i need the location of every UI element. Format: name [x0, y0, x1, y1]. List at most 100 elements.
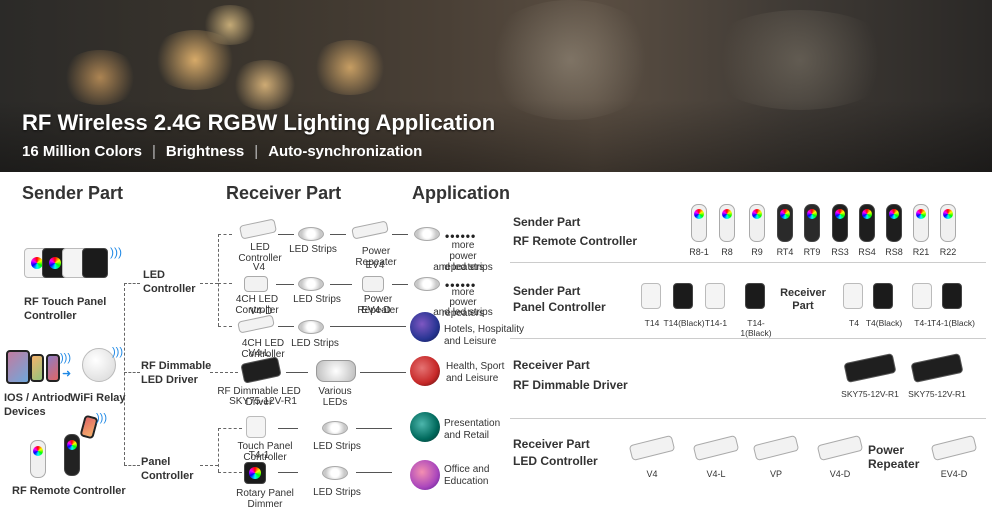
- connector-line: [124, 283, 125, 465]
- remote-model-label: R8-1: [689, 247, 709, 257]
- led-controller-item: [628, 434, 676, 462]
- row1-title: RF Remote Controller: [513, 234, 638, 248]
- connector-line: [218, 472, 242, 473]
- divider: [510, 262, 986, 263]
- ev4-label: EV4: [365, 260, 385, 271]
- more-label: power repeaters: [441, 251, 485, 273]
- led-controller-item: [930, 434, 978, 462]
- connector-line: [330, 234, 346, 235]
- row3-part-label: Receiver Part: [513, 358, 590, 372]
- wireless-signal-icon: ))): [110, 245, 122, 259]
- connector-line: [278, 326, 294, 327]
- connector-line: [218, 283, 232, 284]
- connector-line: [218, 326, 232, 327]
- presentation-scene-image: [410, 412, 440, 442]
- t41-label: T4-1: [248, 450, 270, 461]
- group-led-controller: LED Controller: [143, 269, 196, 295]
- sky-model-label: SKY75-12V-R1: [229, 396, 297, 407]
- led-controller-label: LED Controller: [238, 242, 282, 264]
- connector-line: [124, 465, 140, 466]
- window-light: [480, 0, 660, 120]
- row4-part-label: Receiver Part: [513, 437, 590, 451]
- header-banner: RF Wireless 2.4G RGBW Lighting Applicati…: [0, 0, 992, 172]
- connector-line: [210, 372, 238, 373]
- controller-model-label: V4-D: [829, 469, 851, 479]
- panel-controller-item: [673, 283, 693, 309]
- lamp-glow: [60, 50, 140, 105]
- connector-line: [330, 284, 352, 285]
- feature-brightness: Brightness: [165, 143, 245, 160]
- tablet-device: [6, 350, 30, 384]
- arrow-icon: ➜: [62, 368, 72, 380]
- connector-line: [218, 428, 242, 429]
- connector-line: [286, 372, 308, 373]
- wireless-signal-icon: ))): [60, 352, 71, 364]
- panel-model-label: T4(Black): [865, 318, 903, 328]
- led-strip-icon: [298, 320, 324, 334]
- panel-controller-item: [942, 283, 962, 309]
- color-wheel-icon: [916, 209, 926, 219]
- panel-model-label: T4: [849, 318, 859, 328]
- color-wheel-icon: [67, 440, 77, 450]
- ev4d-label: EV4-D: [361, 305, 391, 316]
- phone-device: [46, 354, 60, 382]
- remote-model-label: R21: [912, 247, 930, 257]
- banner-features: 16 Million Colors | Brightness | Auto-sy…: [22, 143, 422, 160]
- connector-line: [218, 234, 232, 235]
- color-wheel-icon: [862, 209, 872, 219]
- led-controller-item: [816, 434, 864, 462]
- color-wheel-icon: [49, 257, 61, 269]
- dimmable-driver-item: [843, 353, 897, 383]
- connector-line: [200, 465, 218, 466]
- connector-line: [392, 234, 408, 235]
- connector-line: [392, 284, 408, 285]
- color-wheel-icon: [943, 209, 953, 219]
- led-strip-icon: [414, 227, 440, 241]
- remote-model-label: RT9: [803, 247, 821, 257]
- power-repeater-ev4: [351, 220, 389, 240]
- led-controller-item: [752, 434, 800, 462]
- panel-controller-item: [705, 283, 725, 309]
- touch-panel-controller-label: Touch Panel Controller: [237, 441, 293, 463]
- sender-part-heading: Sender Part: [22, 183, 124, 203]
- wireless-signal-icon: ))): [96, 412, 107, 424]
- remote-model-label: RT4: [776, 247, 794, 257]
- row2-part-label: Sender Part: [513, 284, 581, 298]
- led-strips-label: LED Strips: [289, 244, 337, 255]
- feature-sync: Auto-synchronization: [268, 143, 423, 160]
- remote-model-label: R22: [939, 247, 957, 257]
- lamp-glow: [200, 5, 260, 45]
- rf-dimmable-driver-device: [240, 356, 282, 384]
- led-strips-label: LED Strips: [313, 487, 361, 498]
- row2-title: Panel Controller: [513, 300, 606, 314]
- panel-controller-item: [745, 283, 765, 309]
- receiver-part-label: Receiver Part: [780, 287, 826, 313]
- power-repeater-heading: Power Repeater: [868, 443, 920, 472]
- more-dots: ••••••: [445, 278, 477, 292]
- rf-dimmable-driver-label: RF Dimmable LED Driver: [217, 386, 301, 408]
- hotels-label: Hotels, Hospitality and Leisure: [444, 324, 525, 347]
- banner-title: RF Wireless 2.4G RGBW Lighting Applicati…: [22, 110, 496, 135]
- wifi-relay-label: WiFi Relay: [70, 392, 126, 404]
- ios-android-label: IOS / Antriod Devices: [4, 392, 71, 418]
- v4-label: V4: [252, 262, 266, 273]
- color-wheel-icon: [694, 209, 704, 219]
- panel-model-label: T4-1(Black): [931, 318, 975, 328]
- 4ch-led-controller-v4d: [244, 276, 268, 292]
- presentation-label: Presentation and Retail: [444, 418, 501, 441]
- led-controller-item: [692, 434, 740, 462]
- feature-separator: |: [254, 143, 259, 160]
- color-wheel-icon: [33, 446, 43, 456]
- more-label: power repeaters: [441, 297, 485, 319]
- touch-panel-t41: [246, 416, 266, 438]
- panel-model-label: T4-1: [914, 318, 932, 328]
- panel-controller-item: [873, 283, 893, 309]
- various-leds-icon: [316, 360, 356, 382]
- 4ch-led-controller-label: 4CH LED Controller: [235, 294, 279, 316]
- connector-line: [218, 234, 219, 326]
- rf-remote-label: RF Remote Controller: [12, 485, 126, 497]
- color-wheel-icon: [780, 209, 790, 219]
- office-label: Office and Education: [444, 464, 490, 487]
- v4d-label: V4-D: [249, 306, 273, 317]
- led-strip-icon: [414, 277, 440, 291]
